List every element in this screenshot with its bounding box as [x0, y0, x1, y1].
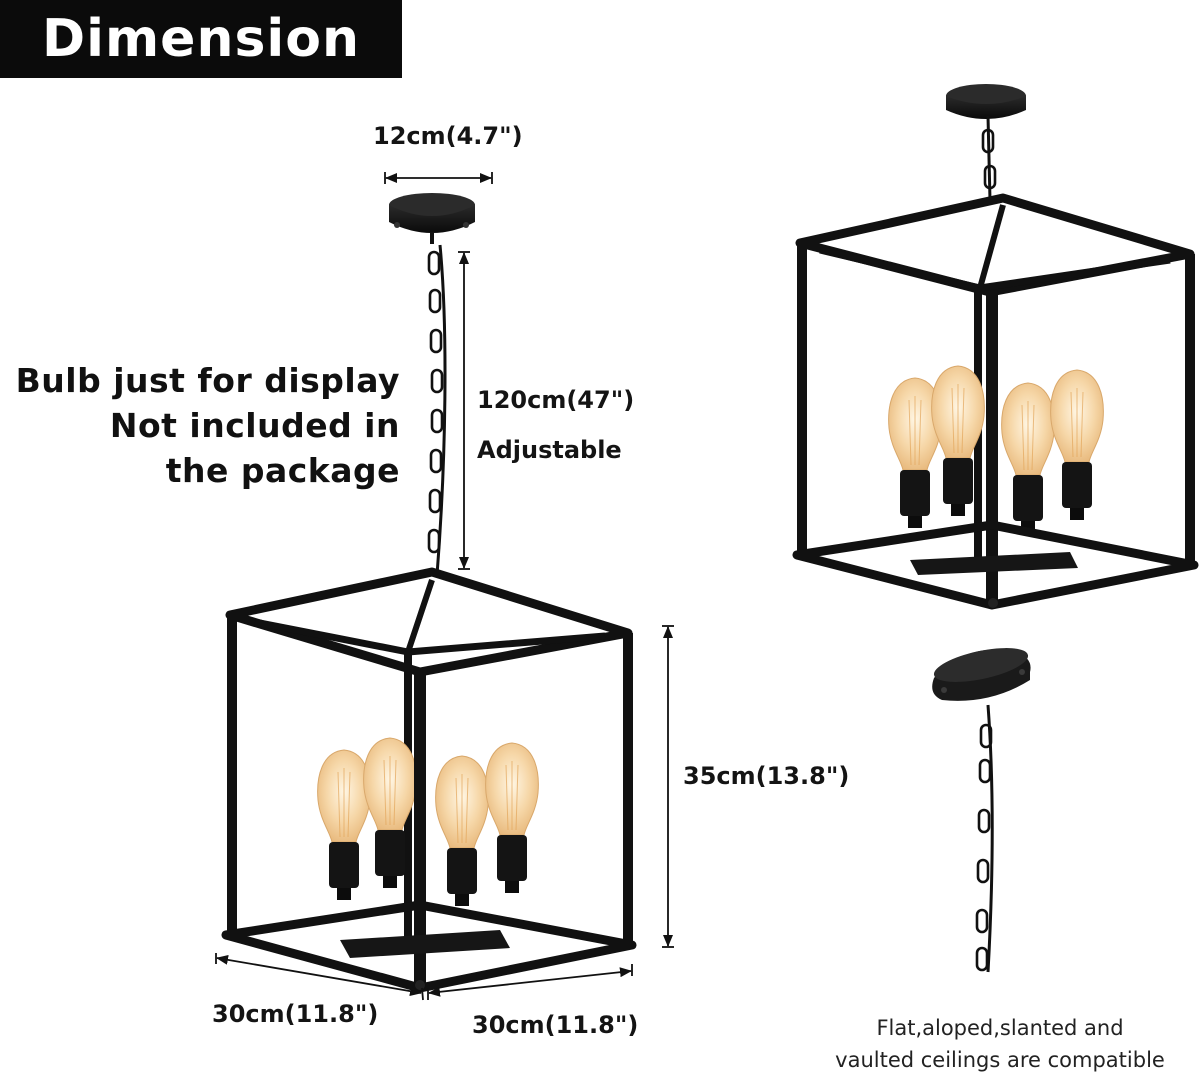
bulb-icon	[317, 749, 371, 901]
caption-line: Flat,aloped,slanted and	[876, 1016, 1124, 1040]
note-line: Bulb just for display	[15, 361, 400, 400]
width-right-label: 30cm(11.8")	[472, 1011, 639, 1039]
ceiling-canopy-icon	[389, 193, 475, 244]
chain-adjustable-label: Adjustable	[477, 436, 622, 464]
slanted-ceiling-canopy-illustration	[932, 648, 1031, 973]
chain-icon	[427, 244, 447, 576]
canopy-width-label: 12cm(4.7")	[373, 122, 523, 150]
flush-mount-lamp-illustration	[792, 84, 1199, 610]
dimension-lines	[215, 172, 674, 1001]
ceiling-compatibility-caption: Flat,aloped,slanted and vaulted ceilings…	[800, 1012, 1200, 1076]
width-left-label: 30cm(11.8")	[212, 1000, 379, 1028]
bulb-not-included-note: Bulb just for display Not included in th…	[16, 358, 400, 493]
note-line: the package	[165, 451, 400, 490]
caption-line: vaulted ceilings are compatible	[835, 1048, 1165, 1072]
dimension-title-banner: Dimension	[0, 0, 402, 78]
cage-frame	[221, 567, 637, 993]
bulb-icon	[435, 755, 489, 907]
note-line: Not included in	[109, 406, 400, 445]
bulb-icon	[485, 742, 539, 894]
bulb-icon	[1001, 382, 1055, 534]
page-title: Dimension	[42, 9, 360, 69]
height-label: 35cm(13.8")	[683, 762, 850, 790]
bulb-icon	[1050, 369, 1104, 521]
chain-length-label: 120cm(47")	[477, 386, 635, 414]
main-lamp-illustration	[221, 193, 637, 993]
bulbs	[317, 737, 539, 907]
